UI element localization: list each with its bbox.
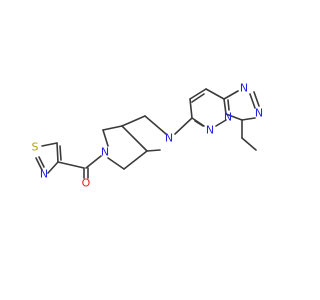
carbonyl-oxygen-label: O <box>82 177 91 190</box>
pyridazine-nitrogen-label: N <box>206 124 214 137</box>
bicyclic-nitrogen-label: N <box>165 132 173 145</box>
sulfur-atom-label: S <box>32 141 39 154</box>
thiazole-nitrogen-label: N <box>40 168 48 181</box>
bonds <box>35 88 260 179</box>
amide-nitrogen-label: N <box>101 146 109 159</box>
triazole-nitrogen-label-2: N <box>255 107 263 120</box>
molecule-diagram: S N O N N N N N N <box>32 82 264 190</box>
bridgehead-nitrogen-label: N <box>224 111 232 124</box>
triazole-nitrogen-label-1: N <box>240 82 248 95</box>
atom-labels: S N O N N N N N N <box>32 82 264 190</box>
